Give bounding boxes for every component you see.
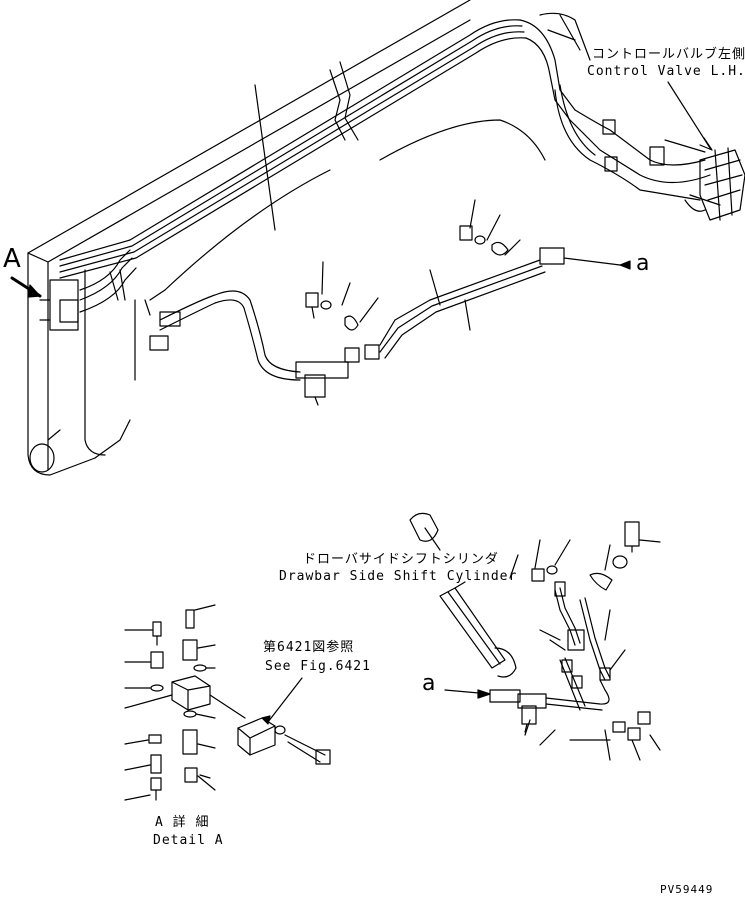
view-a-label: A <box>3 244 21 274</box>
upper-tubes <box>59 12 711 279</box>
detail-a-label-en: Detail A <box>153 833 224 848</box>
leader-control-valve <box>667 81 711 149</box>
detail-a-assembly <box>124 604 331 801</box>
view-arrow-head <box>27 284 41 298</box>
control-valve <box>602 119 745 221</box>
middle-hose-run <box>149 247 631 406</box>
see-fig-label-en: See Fig.6421 <box>265 659 371 674</box>
frame-body <box>27 0 546 476</box>
arrow-a-label-bottom: a <box>422 671 436 696</box>
leader-arrowhead <box>699 137 713 151</box>
arrow-a-label-top: a <box>636 251 650 276</box>
detail-a-label-jp: A 詳 細 <box>155 815 210 830</box>
cylinder-assembly <box>409 512 661 761</box>
left-manifold <box>39 249 137 331</box>
middle-hardware <box>305 199 521 331</box>
see-fig-label-jp: 第6421図参照 <box>263 640 355 655</box>
control-valve-label-jp: コントロールバルブ左側 <box>592 47 745 62</box>
control-valve-label-en: Control Valve L.H. <box>587 64 745 79</box>
cylinder-label-jp: ドローバサイドシフトシリンダ <box>303 552 499 567</box>
cylinder-label-en: Drawbar Side Shift Cylinder <box>279 569 518 584</box>
part-code: PV59449 <box>660 883 714 896</box>
